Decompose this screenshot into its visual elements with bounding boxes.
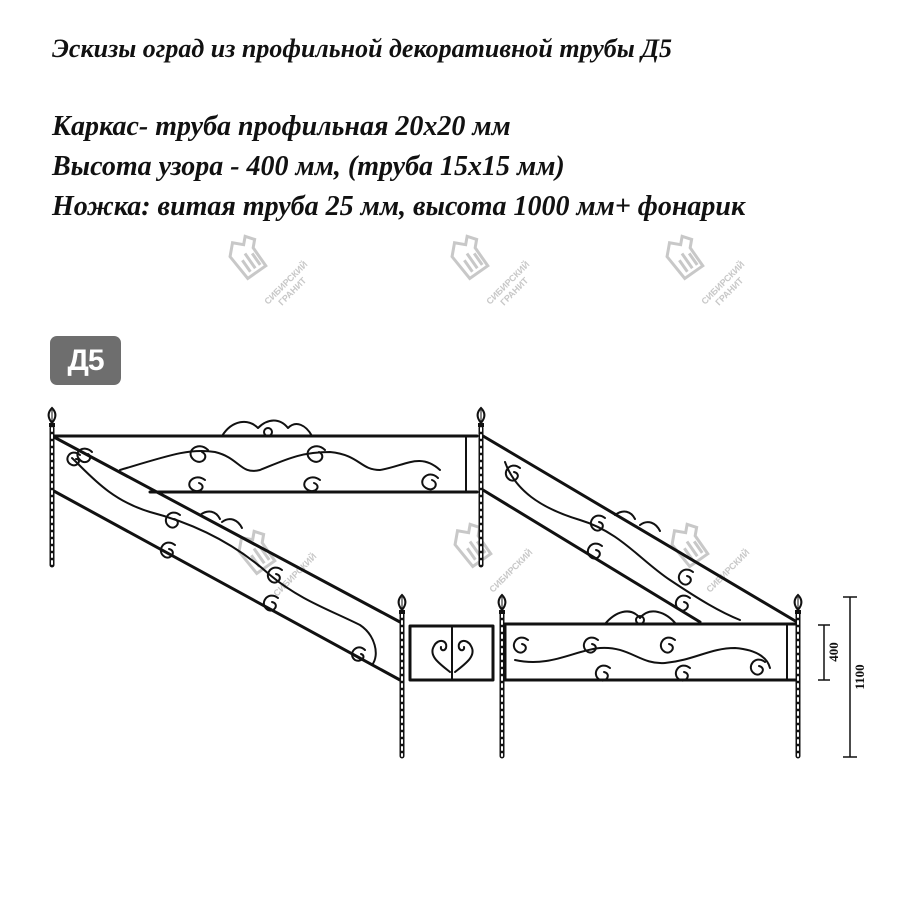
watermark-logo-5: СИБИРСКИЙ bbox=[447, 517, 535, 595]
finial-gate-right bbox=[497, 594, 507, 615]
front-panel bbox=[503, 610, 799, 682]
back-panel-scroll bbox=[119, 449, 441, 472]
watermark-logo-1: СИБИРСКИЙ ГРАНИТ bbox=[222, 229, 309, 307]
finial-front-right bbox=[793, 594, 803, 615]
right-panel bbox=[481, 434, 799, 624]
left-panel-scroll bbox=[71, 457, 377, 666]
gate-heart-right bbox=[454, 640, 474, 673]
left-panel bbox=[50, 434, 402, 682]
spec-pattern-height: Высота узора - 400 мм, (труба 15х15 мм) bbox=[52, 151, 565, 182]
back-panel bbox=[50, 419, 479, 494]
watermark-logo-3: СИБИРСКИЙ ГРАНИТ bbox=[659, 229, 746, 307]
front-panel-scroll bbox=[514, 646, 771, 669]
spec-post: Ножка: витая труба 25 мм, высота 1000 мм… bbox=[52, 191, 746, 222]
finial-back-right bbox=[476, 407, 486, 428]
dimension-1100: 1100 bbox=[852, 664, 867, 689]
finial-front-left bbox=[397, 594, 407, 615]
finial-back-left bbox=[47, 407, 57, 428]
watermark-logo-4: СИБИРСКИЙ bbox=[231, 524, 318, 598]
spec-frame: Каркас- труба профильная 20х20 мм bbox=[52, 111, 511, 142]
dimension-lines bbox=[818, 596, 857, 758]
right-panel-scroll bbox=[504, 461, 741, 621]
dimension-400: 400 bbox=[826, 642, 841, 662]
watermark-logo-6: СИБИРСКИЙ bbox=[664, 517, 751, 594]
watermark-logo-2: СИБИРСКИЙ ГРАНИТ bbox=[444, 229, 531, 307]
gate-heart-left bbox=[431, 640, 451, 673]
page-title: Эскизы оград из профильной декоративной … bbox=[52, 34, 673, 63]
front-panel-crest bbox=[604, 610, 677, 625]
model-badge: Д5 bbox=[50, 336, 121, 385]
gate bbox=[408, 624, 495, 682]
watermark-text-5a: СИБИРСКИЙ bbox=[487, 547, 535, 595]
back-panel-crest bbox=[221, 419, 313, 437]
